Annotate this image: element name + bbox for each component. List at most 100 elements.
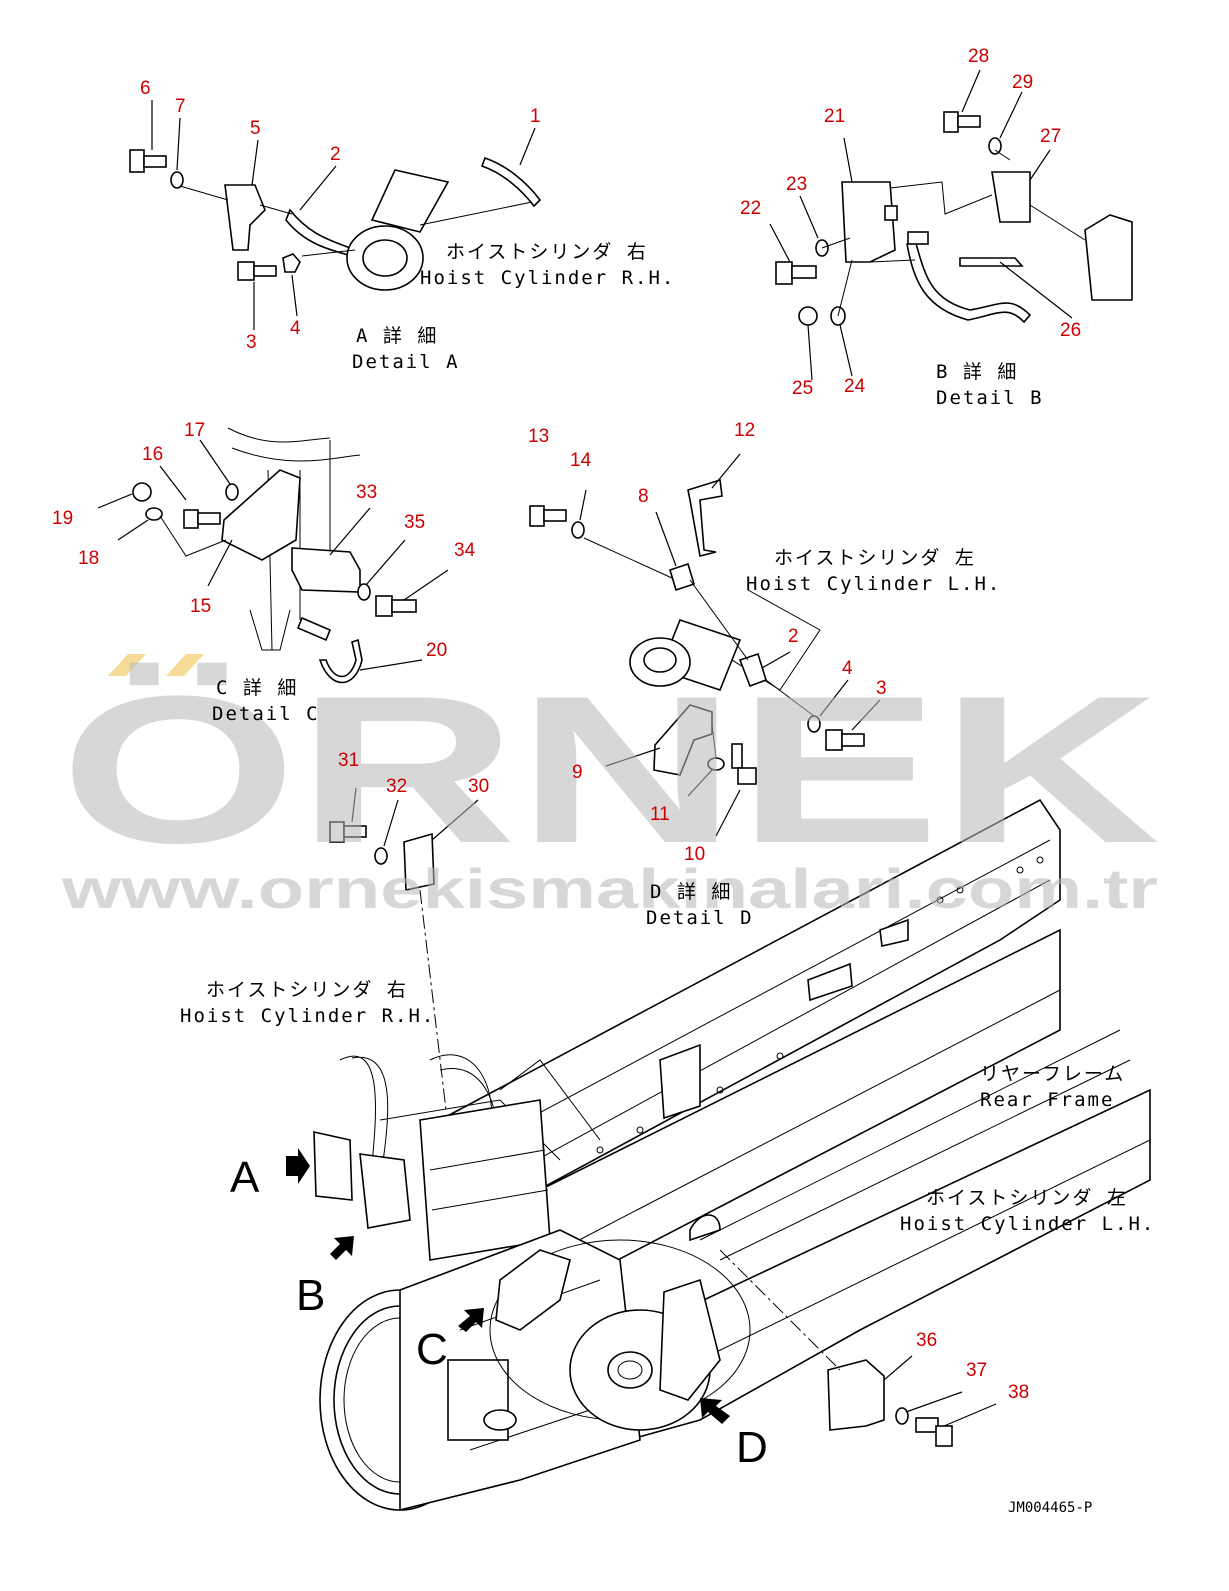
callout-32: 32: [386, 776, 407, 797]
callout-29: 29: [1012, 72, 1033, 93]
label-detail-a-en: Detail A: [352, 351, 460, 373]
label-rear-frame-jp: リヤーフレーム: [980, 1063, 1125, 1085]
callout-7: 7: [175, 96, 186, 117]
callout-13: 13: [528, 426, 549, 447]
washer-37-icon: [895, 1407, 909, 1425]
label-detail-d-jp: D 詳 細: [650, 881, 732, 903]
label-rear-frame-en: Rear Frame: [980, 1089, 1114, 1111]
callout-12: 12: [734, 420, 755, 441]
washer-7-icon: [170, 171, 184, 189]
view-letter-d: D: [736, 1423, 768, 1472]
washer-18-icon: [145, 507, 163, 521]
nut-4-icon: [282, 253, 301, 273]
callout-2-d: 2: [788, 626, 799, 647]
callout-15: 15: [190, 596, 211, 617]
label-hoist-rh-en-main: Hoist Cylinder R.H.: [180, 1005, 435, 1027]
bracket-12-icon: [687, 478, 723, 557]
hoist-cylinder-eye-a: [346, 169, 450, 291]
callout-17: 17: [184, 420, 205, 441]
callout-31: 31: [338, 750, 359, 771]
callout-11: 11: [650, 804, 670, 825]
bolt-34-icon: [375, 595, 417, 617]
washer-32-icon: [374, 847, 388, 865]
watermark-url: www.ornekismakinalari.com.tr: [61, 857, 1158, 920]
label-detail-b-en: Detail B: [936, 387, 1044, 409]
detail-a: [129, 100, 542, 330]
view-letter-a: A: [230, 1153, 260, 1202]
washer-29-icon: [988, 137, 1002, 155]
label-hoist-lh-jp-d: ホイストシリンダ 左: [774, 547, 976, 569]
label-hoist-lh-en-d: Hoist Cylinder L.H.: [746, 573, 1001, 595]
view-letter-b: B: [296, 1271, 325, 1320]
callout-16: 16: [142, 444, 163, 465]
watermark: ÖRNEK www.ornekismakinalari.com.tr: [60, 652, 1160, 920]
detail-c: [97, 427, 449, 684]
nut-19-icon: [132, 482, 152, 502]
bolt-6-icon: [129, 149, 167, 173]
callout-6: 6: [140, 78, 151, 99]
callout-19: 19: [52, 508, 73, 529]
drawing-number: JM004465-P: [1008, 1500, 1092, 1516]
clamp-2-icon: [285, 208, 354, 258]
axle-housing: [319, 1229, 641, 1512]
label-detail-c-en: Detail C: [212, 703, 320, 725]
bolt-22-icon: [775, 261, 817, 285]
bracket-15-icon: [221, 469, 301, 561]
bolt-38-icon: [915, 1417, 953, 1447]
washer-35-icon: [357, 583, 371, 601]
bolt-13-icon: [529, 505, 567, 527]
bracket-30-icon: [403, 832, 435, 891]
plate-9-icon: [653, 704, 713, 776]
plate-5-icon: [224, 184, 266, 251]
callouts: 1 2 3 4 5 6 7 2 3 4 8 9 10 11 12 13 14 1…: [52, 46, 1081, 1403]
watermark-brand: ÖRNEK: [60, 652, 1160, 887]
callout-1: 1: [530, 106, 541, 127]
callout-8: 8: [638, 486, 649, 507]
plate-27-icon: [991, 171, 1031, 223]
callout-2: 2: [330, 144, 341, 165]
label-hoist-lh-en-main: Hoist Cylinder L.H.: [900, 1213, 1155, 1235]
bolt-10-icon: [731, 743, 757, 785]
label-detail-c-jp: C 詳 細: [216, 677, 298, 699]
washer-14-icon: [571, 521, 585, 539]
callout-37: 37: [966, 1360, 987, 1381]
detail-b: [769, 69, 1133, 381]
callout-21: 21: [824, 106, 845, 127]
callout-35: 35: [404, 512, 425, 533]
callout-10: 10: [684, 844, 705, 865]
callout-24: 24: [844, 376, 866, 397]
bracket-36-icon: [827, 1359, 885, 1431]
bolt-31-icon: [329, 821, 367, 843]
label-hoist-rh-en: Hoist Cylinder R.H.: [420, 267, 675, 289]
callout-23: 23: [786, 174, 807, 195]
labels: ホイストシリンダ 右 Hoist Cylinder R.H. A 詳 細 Det…: [180, 241, 1155, 1516]
label-hoist-rh-jp: ホイストシリンダ 右: [446, 241, 648, 263]
label-detail-a-jp: A 詳 細: [356, 325, 438, 347]
callout-5: 5: [250, 118, 261, 139]
callout-33: 33: [356, 482, 377, 503]
nut-25-icon: [798, 306, 818, 326]
bolt-28-icon: [943, 111, 981, 133]
callout-3-d: 3: [876, 678, 887, 699]
frame-holes: [596, 856, 1044, 1154]
frame-fragment-b: [1084, 214, 1133, 301]
callout-22: 22: [740, 198, 761, 219]
callout-25: 25: [792, 378, 813, 399]
callout-4: 4: [290, 318, 301, 339]
label-detail-d-en: Detail D: [646, 907, 754, 929]
bolt-3-d-icon: [825, 729, 865, 751]
callout-36: 36: [916, 1330, 937, 1351]
bracket-21-icon: [841, 181, 896, 263]
tube-20-icon: [318, 638, 363, 684]
callout-28: 28: [968, 46, 989, 67]
tube-26-icon: [906, 238, 1032, 324]
bolt-3-icon: [237, 261, 277, 281]
callout-20: 20: [426, 640, 447, 661]
callout-30: 30: [468, 776, 489, 797]
washer-17-icon: [225, 483, 239, 501]
label-hoist-lh-jp-main: ホイストシリンダ 左: [926, 1187, 1128, 1209]
bolt-16-icon: [183, 509, 221, 529]
view-arrows: [286, 1148, 730, 1424]
